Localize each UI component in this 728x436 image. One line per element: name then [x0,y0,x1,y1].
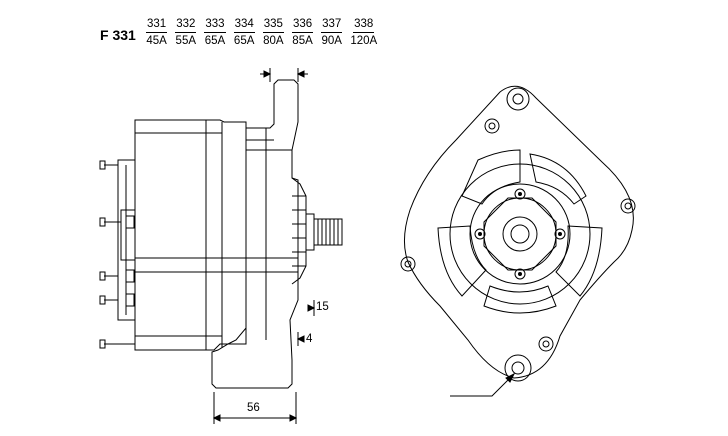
length-dimension [214,392,296,424]
variant-current: 120A [350,35,378,47]
regulator-block [121,210,135,260]
variant-number: 335 [262,17,284,33]
variant-number: 332 [175,17,197,33]
variant-number: 336 [291,17,314,33]
variant-current: 80A [263,35,284,47]
side-body-outline [135,80,298,388]
mount-hole-bottom [505,355,531,381]
fan-blades [438,150,602,313]
shaft-end [503,217,537,251]
shaft [306,214,342,250]
variant-338: 338 120A [350,17,377,48]
hub-star [484,198,556,270]
offset-upper-label: 15 [316,301,329,313]
mount-hole-top [507,88,529,110]
hub-screws [475,189,565,279]
variant-current: 85A [292,35,313,47]
offset-lower-label: 4 [306,333,313,345]
fan [292,178,306,284]
front-view [401,86,635,396]
terminal-studs [100,161,135,348]
variant-number: 337 [321,17,343,33]
variant-number: 334 [233,17,255,33]
hub-outer [484,198,556,270]
side-view [100,68,342,424]
variant-current: 90A [321,35,342,47]
variant-current: 65A [204,35,226,47]
front-housing-outline [404,86,633,378]
variant-current: 65A [233,35,255,47]
ear-dimension [260,68,308,82]
length-label: 56 [247,402,260,414]
model-code: F 331 [100,27,136,43]
offset-dimensions [298,300,314,346]
housing-bolts [401,119,635,351]
variant-current: 45A [146,35,167,47]
variant-number: 333 [204,17,226,33]
variant-number: 338 [353,17,375,33]
leader-line [450,374,514,396]
variant-current: 55A [175,35,197,47]
variant-number: 331 [146,17,168,33]
